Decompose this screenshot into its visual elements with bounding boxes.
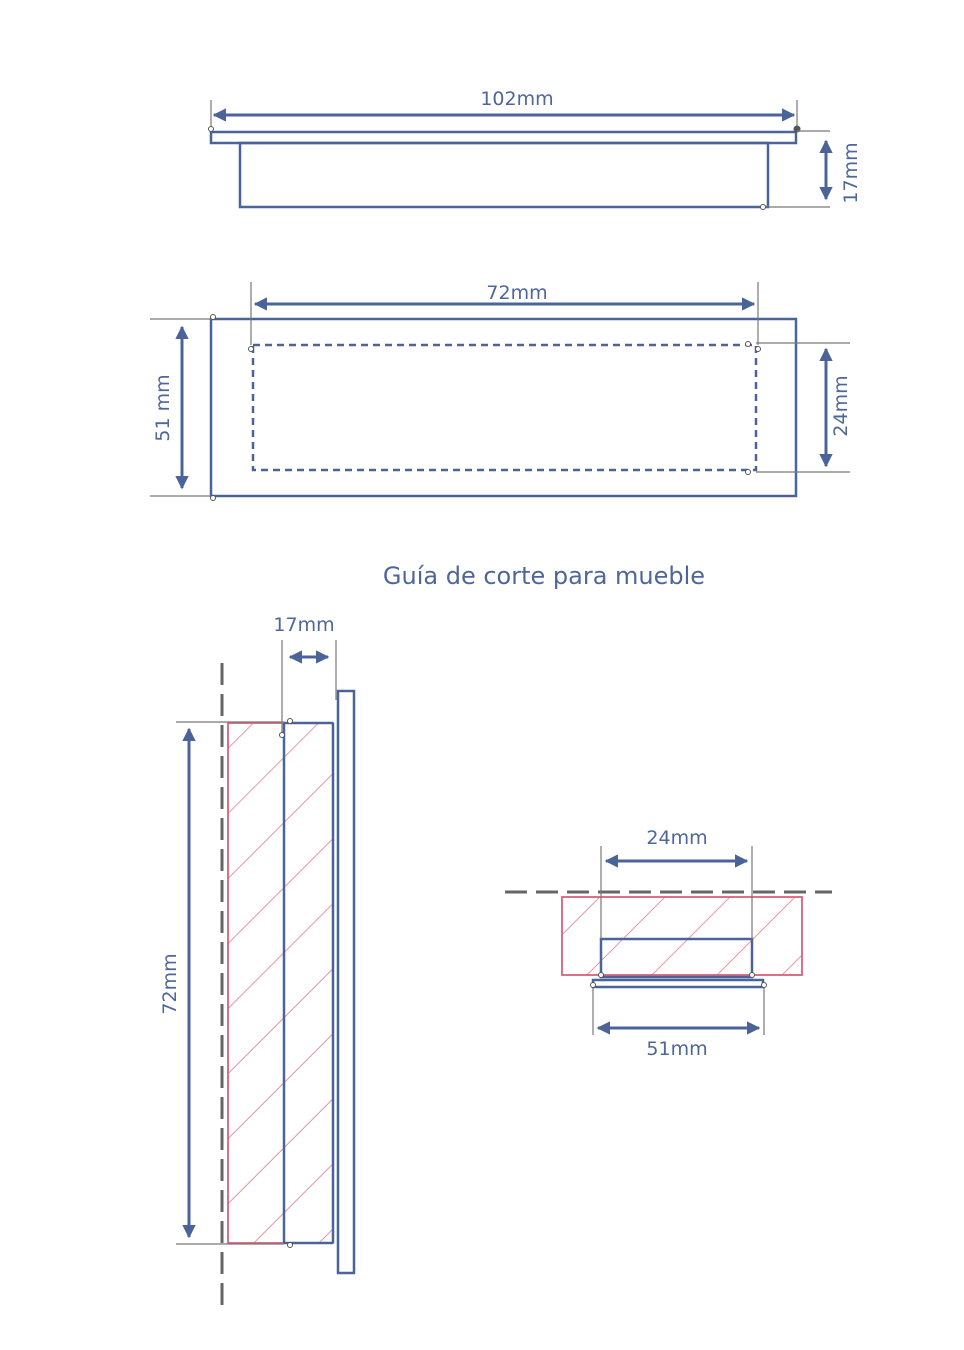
side-cut-hatch — [228, 723, 333, 1243]
top-flange — [209, 130, 798, 145]
node — [745, 341, 751, 347]
node — [208, 126, 214, 132]
front-outer-height-label: 51 mm — [152, 374, 174, 441]
node — [755, 346, 761, 352]
node — [749, 972, 755, 978]
node — [598, 972, 604, 978]
node — [760, 204, 766, 210]
node — [279, 732, 285, 738]
top-height-label: 17mm — [840, 142, 862, 203]
node — [287, 1242, 293, 1248]
node — [590, 982, 596, 988]
diagram-title: Guía de corte para mueble — [383, 562, 705, 590]
top-section-flange — [591, 978, 765, 989]
side-height-label: 72mm — [159, 953, 181, 1014]
node — [287, 718, 293, 724]
node — [248, 346, 254, 352]
front-view: 72mm 51 mm 24mm — [150, 282, 852, 501]
front-cutout-width-label: 72mm — [486, 282, 547, 304]
side-flange — [336, 689, 356, 1275]
node — [210, 314, 216, 320]
top-cut-hatch — [562, 897, 802, 975]
node — [745, 469, 751, 475]
top-section-cutout-label: 24mm — [646, 827, 707, 849]
top-section: 24mm 51mm — [505, 827, 832, 1060]
side-depth-label: 17mm — [273, 614, 334, 636]
top-cut-region — [561, 896, 803, 976]
top-section-plate-label: 51mm — [646, 1038, 707, 1060]
side-section: 17mm 72mm — [159, 614, 356, 1305]
node — [761, 982, 767, 988]
top-body — [238, 141, 770, 209]
top-view: 102mm 17mm — [208, 88, 862, 210]
top-section-body — [599, 937, 754, 979]
front-cutout-height-label: 24mm — [830, 375, 852, 436]
front-cutout-dashed — [251, 343, 758, 472]
front-plate — [209, 317, 798, 498]
top-width-label: 102mm — [480, 88, 553, 110]
node — [210, 495, 216, 501]
